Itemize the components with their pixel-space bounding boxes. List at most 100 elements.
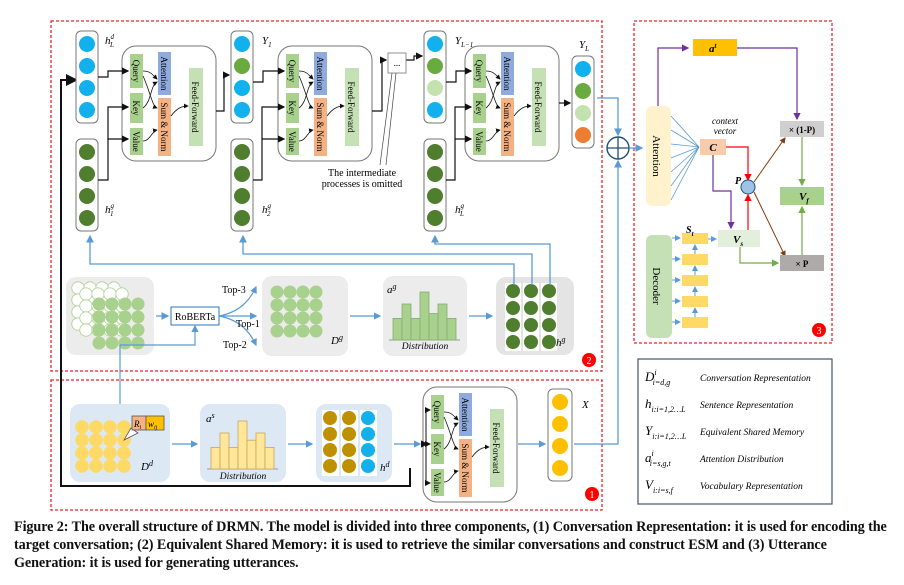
Dd-circle xyxy=(103,446,117,460)
decoder-state xyxy=(682,254,708,265)
candidate-circle-front xyxy=(131,297,145,311)
h2g-vector xyxy=(230,138,254,232)
svg-text:3: 3 xyxy=(817,326,822,337)
sum-norm-box xyxy=(459,439,472,497)
key-box xyxy=(286,93,299,123)
hg-circle xyxy=(506,284,520,298)
key-label: Key xyxy=(287,101,297,116)
one-minus-p-box xyxy=(780,121,824,137)
vector-node xyxy=(79,58,95,74)
Dg-circle xyxy=(309,285,323,299)
hg-column xyxy=(523,283,539,351)
hg-circle xyxy=(542,284,556,298)
ag-bar xyxy=(419,291,430,341)
at-box xyxy=(693,39,737,56)
hg-circle xyxy=(542,301,556,315)
attention-box xyxy=(158,52,171,95)
Dg-circle xyxy=(270,311,284,325)
vector-node xyxy=(427,188,443,204)
hg-circle xyxy=(506,318,520,332)
Dg-circle xyxy=(283,298,297,312)
value-label: Value xyxy=(287,131,297,152)
connector xyxy=(406,52,424,61)
hg-circle xyxy=(524,335,538,349)
value-label: Value xyxy=(131,131,141,152)
candidate-circle-front xyxy=(92,323,106,337)
sum-norm-label: Sum & Norm xyxy=(502,102,512,151)
Dd-circle xyxy=(75,433,89,447)
attention-fan-line xyxy=(670,146,700,187)
sum-norm-label: Sum & Norm xyxy=(315,102,325,151)
vector-node xyxy=(234,188,250,204)
feed-forward-label: Feed-Forward xyxy=(533,82,543,133)
hg-column xyxy=(541,283,557,351)
candidate-circle-front xyxy=(131,310,145,324)
value-label: Value xyxy=(432,472,442,493)
connector xyxy=(446,103,473,181)
vector-node xyxy=(427,144,443,160)
YL-vector xyxy=(571,55,595,149)
value-box xyxy=(130,128,143,155)
vector-node xyxy=(79,188,95,204)
legend-symbol: hi:i=1,2…L xyxy=(645,396,686,414)
vector-node xyxy=(427,36,443,52)
component-2-border xyxy=(50,20,603,372)
Dg-circle xyxy=(309,298,323,312)
vector-node xyxy=(575,127,591,143)
ag-distribution-label: Distribution xyxy=(401,342,449,352)
Vs-label: V xyxy=(733,234,742,246)
key-label: Key xyxy=(474,101,484,116)
X-node xyxy=(552,438,568,454)
query-box xyxy=(473,54,486,88)
vector-node xyxy=(427,58,443,74)
candidate-circle-front xyxy=(118,297,132,311)
hd-circle xyxy=(361,459,375,473)
svg-text:Dg: Dg xyxy=(330,333,343,347)
svg-text:1: 1 xyxy=(590,490,595,501)
candidate-circle-front xyxy=(118,336,132,350)
Dd-circle xyxy=(117,446,131,460)
candidate-circle-front xyxy=(105,297,119,311)
vector-node xyxy=(234,144,250,160)
vector-node xyxy=(79,80,95,96)
svg-text:at: at xyxy=(709,42,718,55)
decoder-label: Decoder xyxy=(650,267,662,305)
h1g-vector xyxy=(75,138,99,232)
hg-circle xyxy=(506,301,520,315)
Dd-circle xyxy=(89,433,103,447)
feed-forward-box xyxy=(490,409,504,487)
svg-text:hd: hd xyxy=(380,460,391,474)
legend-description: Equivalent Shared Memory xyxy=(699,428,805,438)
vector-node xyxy=(427,210,443,226)
hd-circle xyxy=(323,427,337,441)
attention-box xyxy=(314,52,327,95)
svg-text:2: 2 xyxy=(587,356,592,367)
connector xyxy=(98,103,130,181)
sum-norm-label: Sum & Norm xyxy=(159,102,169,151)
hd-circle xyxy=(361,411,375,425)
decoder-state xyxy=(682,296,708,307)
svg-text:Ri: Ri xyxy=(133,419,142,431)
feed-forward-label: Feed-Forward xyxy=(190,82,200,133)
vector-node xyxy=(79,210,95,226)
hd-column xyxy=(341,410,358,476)
hd-circle xyxy=(342,411,356,425)
ag-bar xyxy=(428,313,439,341)
connector xyxy=(446,67,473,83)
ag-bar xyxy=(410,317,421,341)
hd-circle xyxy=(342,427,356,441)
Dg-circle xyxy=(296,311,310,325)
hg-label: h xyxy=(556,337,562,349)
svg-text:× P: × P xyxy=(796,259,809,269)
vector-node xyxy=(575,61,591,77)
Dg-circle xyxy=(296,324,310,338)
candidate-circle-front xyxy=(118,323,132,337)
value-box xyxy=(431,469,444,496)
svg-text:Vf: Vf xyxy=(799,191,809,205)
